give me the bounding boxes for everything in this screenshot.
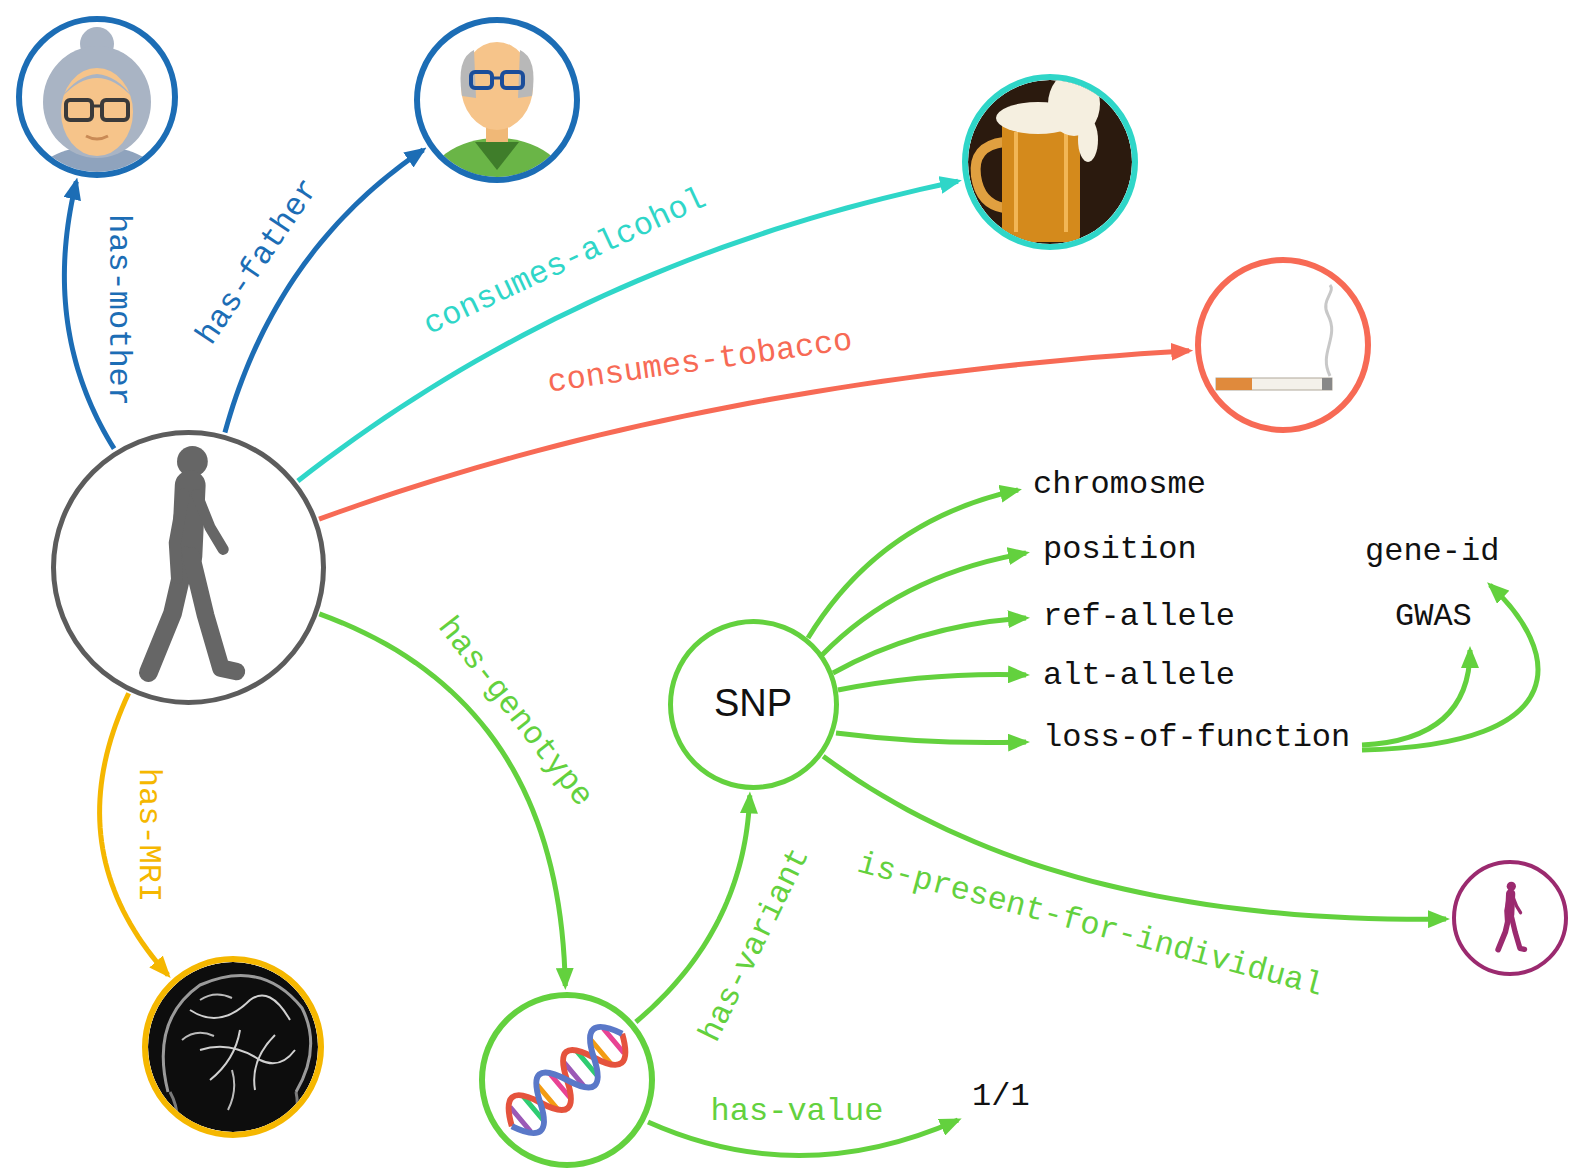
circle-outline	[965, 77, 1135, 247]
mri-circle	[142, 956, 324, 1138]
mug	[1002, 118, 1080, 242]
property-label: ref-allele	[1040, 599, 1238, 634]
glasses	[102, 100, 128, 120]
circle-outline	[1198, 260, 1368, 430]
node-label: SNP	[714, 683, 792, 725]
dna-strand	[498, 1017, 637, 1143]
circle-outline	[1454, 862, 1566, 974]
head	[461, 42, 533, 130]
circle-outline	[145, 959, 321, 1135]
icon-ground	[420, 23, 574, 177]
hair	[43, 46, 151, 158]
shirt	[425, 138, 569, 242]
property-label: GWAS	[1392, 599, 1475, 634]
alcohol-circle	[962, 74, 1138, 250]
other-individual-circle	[1452, 860, 1568, 976]
glasses-bridge	[492, 77, 502, 80]
snp-circle: SNP	[668, 619, 839, 790]
relation-label: has-mother	[100, 211, 135, 409]
tobacco-circle	[1195, 257, 1371, 433]
mother-circle	[16, 16, 178, 178]
leader-arrow	[838, 675, 1026, 690]
fringe	[61, 74, 133, 98]
father-circle	[414, 17, 580, 183]
relation-label: consumes-alcohol	[416, 180, 715, 344]
circle-shape	[962, 74, 1138, 250]
genotype-circle	[479, 992, 655, 1168]
mri-icon	[148, 962, 318, 1132]
property-label: gene-id	[1362, 534, 1502, 569]
value-label: 1/1	[969, 1079, 1033, 1114]
circle-shape	[479, 992, 655, 1168]
smoke	[1326, 285, 1332, 376]
glasses-bridge	[92, 105, 102, 108]
circle-shape	[51, 430, 326, 705]
leader-arrow	[1362, 585, 1538, 750]
property-label: alt-allele	[1040, 658, 1238, 693]
property-label: position	[1040, 532, 1200, 567]
relation-label: is-present-for-individual	[851, 845, 1330, 1005]
mug-handle	[976, 142, 1004, 208]
vessels	[190, 996, 295, 1091]
leader-arrow	[833, 618, 1026, 673]
individual-circle	[51, 430, 326, 705]
circle-shape	[1452, 860, 1568, 976]
circle-shape	[16, 16, 178, 178]
button	[494, 193, 500, 199]
leader-arrows	[648, 490, 1538, 1156]
icon-ground	[22, 22, 172, 172]
skull	[163, 976, 310, 1092]
foam	[1078, 118, 1098, 162]
glasses	[66, 100, 92, 120]
relation-label: has-genotype	[428, 608, 601, 816]
mouth	[86, 136, 108, 139]
relation-label: has-value	[708, 1094, 887, 1129]
vessels	[182, 994, 234, 1110]
relation-label: consumes-tobacco	[542, 323, 857, 401]
filter	[1216, 378, 1252, 390]
dna-strand	[498, 1017, 637, 1143]
relation-arrow	[319, 614, 565, 986]
circle-shape	[142, 956, 324, 1138]
circle-outline	[53, 432, 323, 702]
circle-outline	[482, 995, 652, 1165]
circle-outline	[417, 20, 577, 180]
dna-icon	[498, 1017, 637, 1143]
property-label: loss-of-function	[1040, 720, 1353, 755]
circle-outline	[670, 621, 836, 787]
collar	[475, 142, 519, 170]
cigarette-icon	[1216, 285, 1332, 390]
glasses	[502, 72, 523, 88]
glass-highlight	[1016, 132, 1066, 232]
leader-arrow	[1362, 650, 1470, 745]
face	[61, 68, 133, 156]
leader-arrow	[822, 553, 1026, 655]
relation-label: has-MRI	[130, 765, 165, 905]
circle-shape	[1195, 257, 1371, 433]
circle-outline	[19, 19, 175, 175]
walking-person	[1498, 882, 1524, 950]
grandmother-icon	[22, 22, 172, 218]
walking-person	[148, 446, 236, 673]
cigarette	[1216, 378, 1332, 390]
circle-shape	[414, 17, 580, 183]
grandfather-icon	[420, 23, 574, 242]
ash	[1322, 378, 1332, 390]
icon-ground	[148, 962, 318, 1132]
relation-arrow	[100, 693, 168, 975]
glasses	[471, 72, 492, 88]
leader-arrow	[836, 733, 1026, 743]
relation-label: has-variant	[692, 840, 819, 1051]
property-label: chromosme	[1030, 467, 1209, 502]
